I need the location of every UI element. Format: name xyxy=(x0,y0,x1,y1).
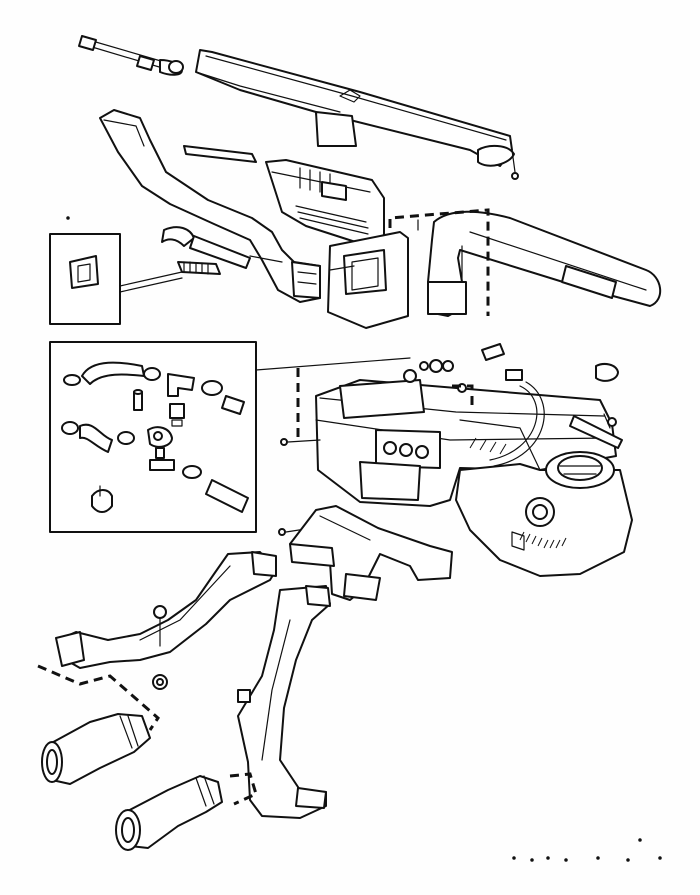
scan-noise xyxy=(66,216,662,862)
defroster-cable xyxy=(78,35,184,76)
side-vent-duct-left xyxy=(99,109,321,303)
floor-duct-left xyxy=(55,551,277,690)
defroster-outlet-strip xyxy=(183,145,257,163)
heater-unit xyxy=(315,379,617,507)
side-vent-duct-right xyxy=(427,210,661,317)
inset-connector-detail xyxy=(49,233,183,325)
control-panel-connector xyxy=(161,226,283,275)
rear-floor-duct-left xyxy=(41,713,151,785)
rear-floor-duct-right xyxy=(115,775,223,851)
blower-motor-housing xyxy=(455,451,633,577)
floor-duct-center xyxy=(289,505,453,601)
center-vent-housing xyxy=(265,159,409,329)
defroster-duct xyxy=(195,49,519,180)
inset-hose-valve-detail xyxy=(49,341,411,533)
floor-duct-right xyxy=(237,585,331,819)
